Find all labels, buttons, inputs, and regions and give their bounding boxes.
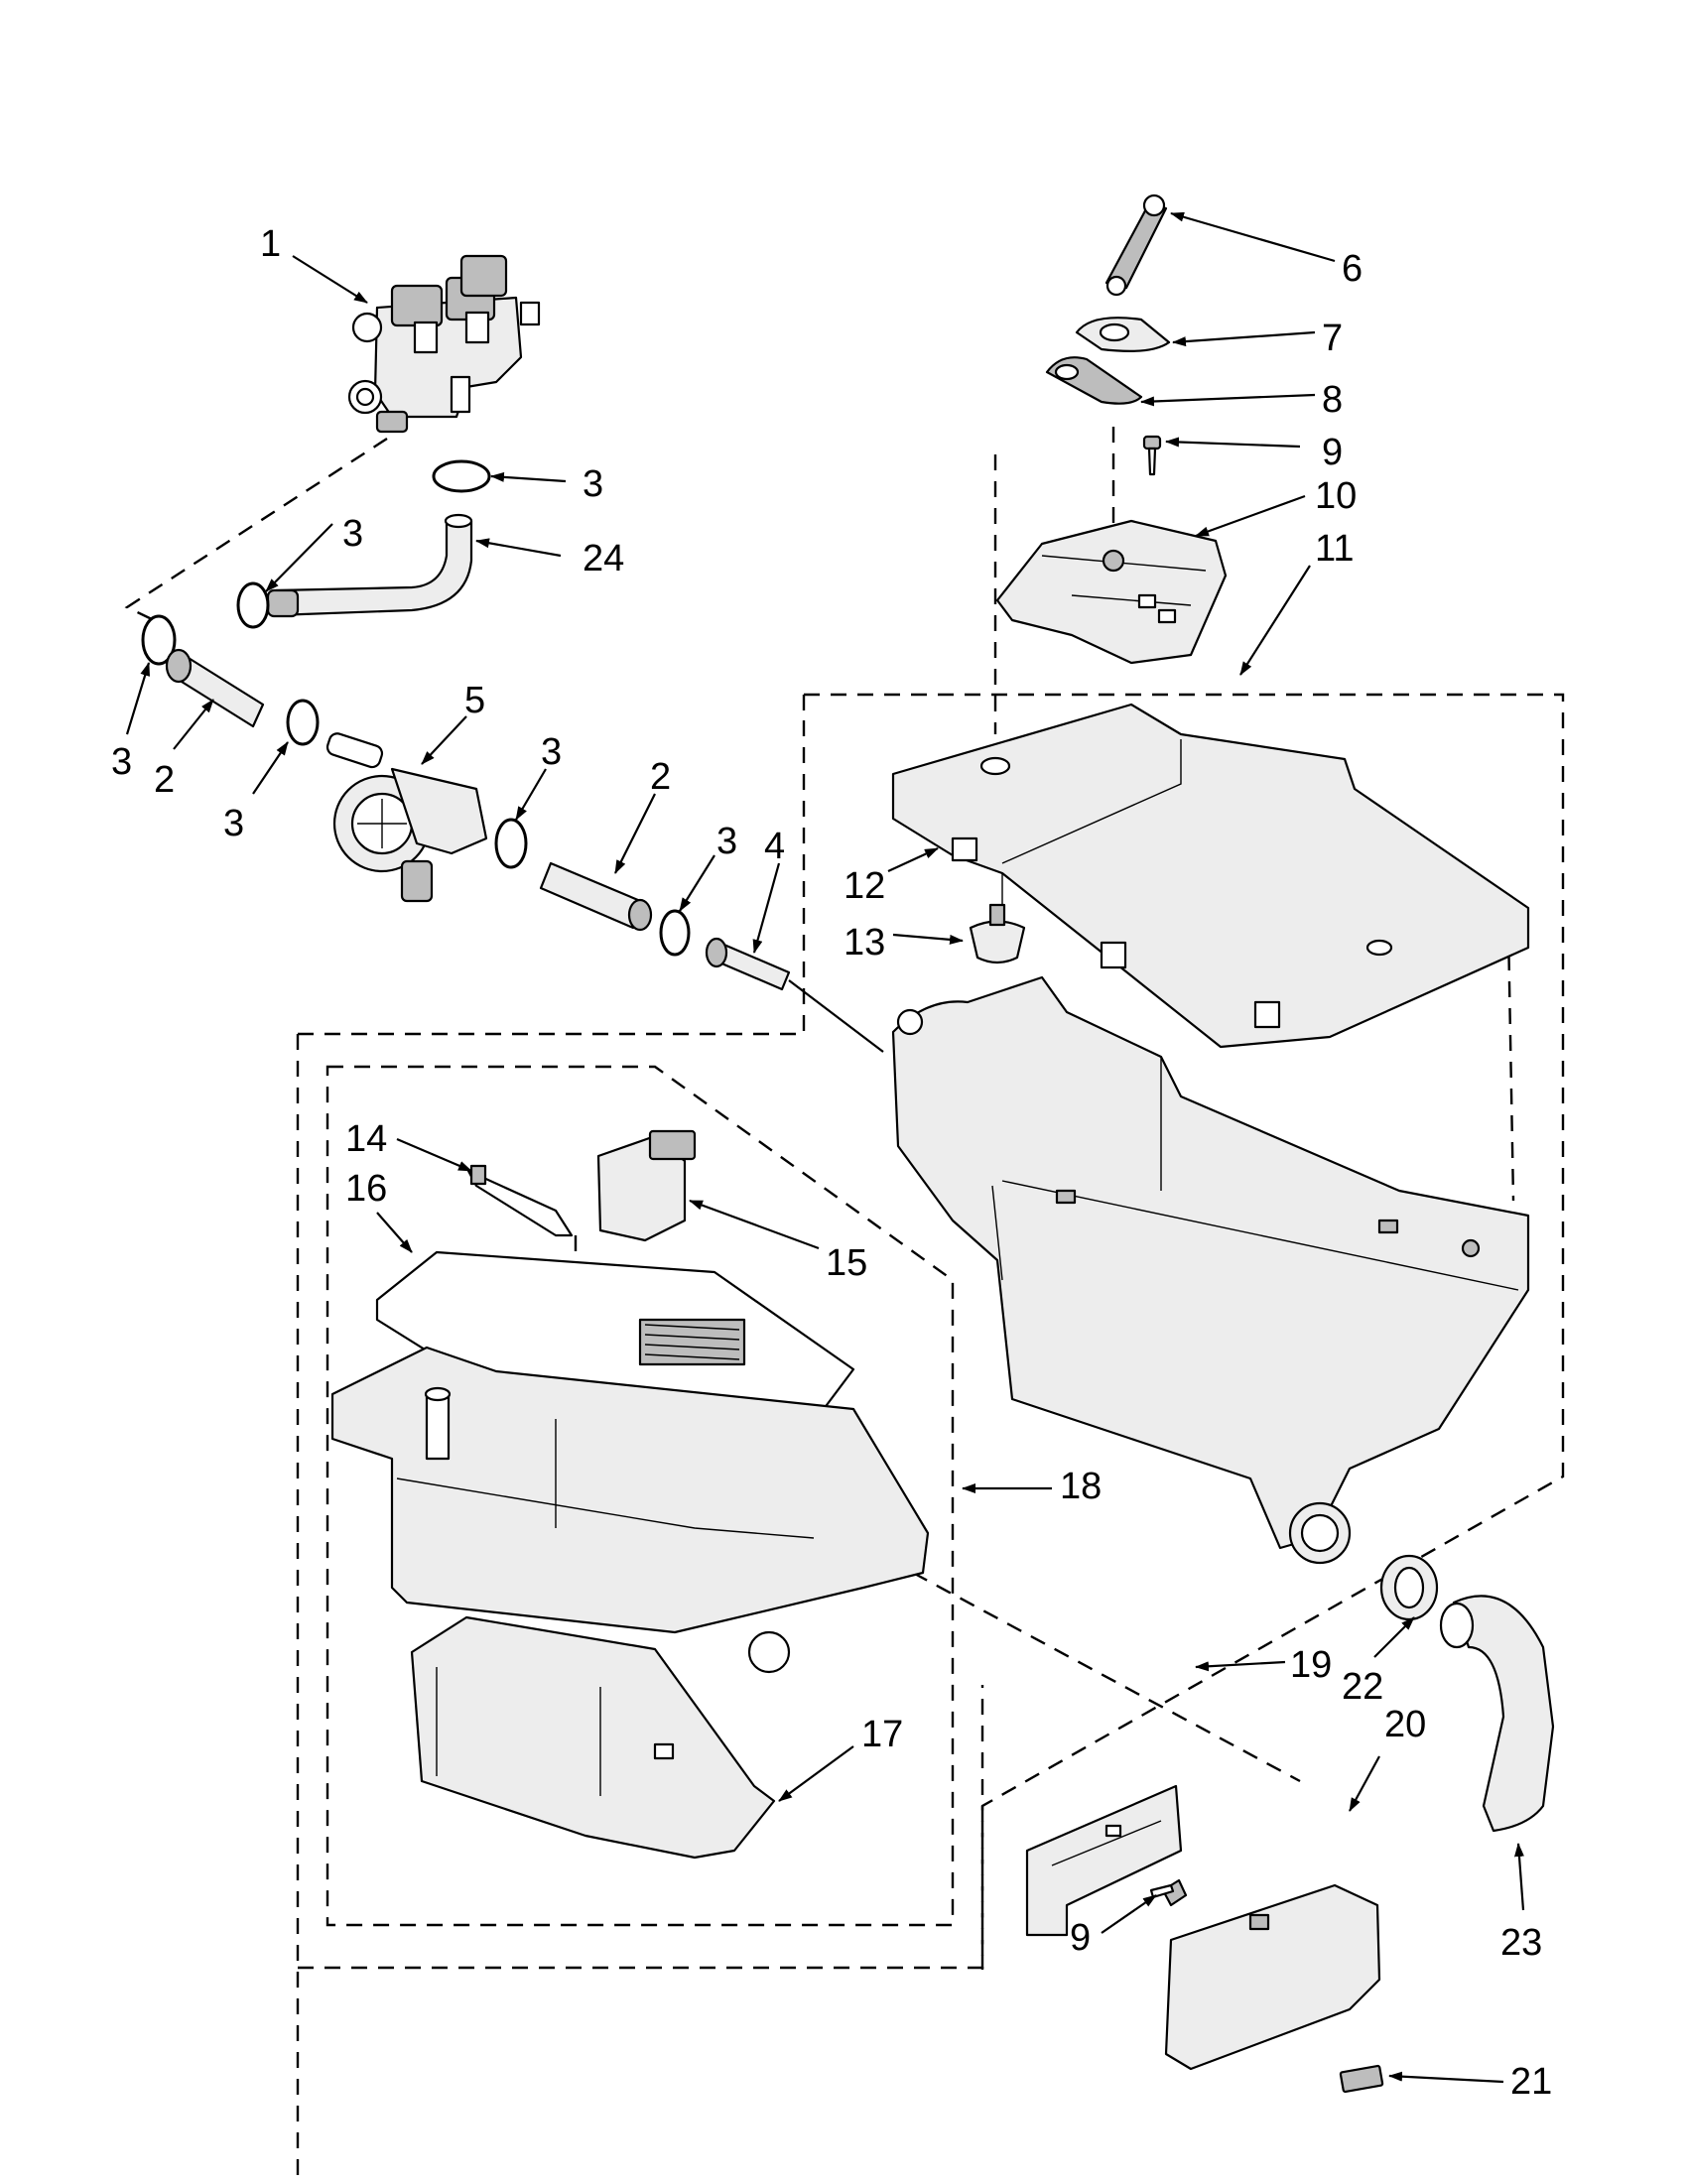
siphon-insert-part-15: [596, 1129, 697, 1242]
callout-19: 19: [1290, 1644, 1332, 1686]
callout-11: 11: [1315, 528, 1354, 570]
callout-3-c: 3: [111, 741, 132, 783]
screw-part-9-top: [1142, 435, 1162, 476]
dispenser-cover-part-12: [891, 703, 1530, 1049]
callout-20: 20: [1384, 1704, 1426, 1745]
callout-4: 4: [764, 826, 785, 867]
callout-1: 1: [260, 223, 281, 265]
callout-23: 23: [1500, 1922, 1542, 1964]
callout-22: 22: [1342, 1666, 1383, 1708]
callout-16: 16: [345, 1168, 387, 1210]
callout-17: 17: [861, 1714, 903, 1755]
drawer-front-part-17: [410, 1615, 776, 1860]
hose-part-2-left: [165, 648, 265, 728]
hose-part-23: [1439, 1595, 1555, 1833]
hose-part-2-right: [539, 861, 653, 932]
bracket-part-19: [1025, 1784, 1183, 1937]
leader-lines: [125, 211, 1525, 2084]
water-valve-part-1: [347, 254, 541, 434]
cam-lever-part-6: [1104, 193, 1168, 297]
air-dome-part-5: [325, 732, 488, 903]
callout-13: 13: [844, 922, 885, 964]
callout-18: 18: [1060, 1466, 1102, 1507]
callout-labels: 1 3 24 3 3 2 3 5 3 2 3 4 6 7 8 9 10 11 1…: [111, 223, 1552, 2103]
clip-part-21: [1339, 2064, 1384, 2094]
callout-15: 15: [826, 1242, 867, 1284]
inlet-nozzle-part-4: [705, 937, 884, 1053]
dispenser-drawer-part-16: [330, 1250, 930, 1674]
hose-clamps-part-3: [141, 459, 691, 957]
hose-part-24: [266, 513, 473, 618]
callout-9-top: 9: [1322, 432, 1343, 473]
callout-21: 21: [1510, 2061, 1552, 2103]
callout-9-bottom: 9: [1070, 1917, 1091, 1959]
callout-3-d: 3: [223, 803, 244, 844]
grommet-part-22: [1379, 1554, 1439, 1621]
cover-part-20: [1164, 1883, 1381, 2071]
assembly-boundaries: [124, 427, 1565, 2184]
callout-14: 14: [345, 1118, 387, 1160]
dispenser-housing-part-11: [891, 975, 1530, 1565]
seal-part-8: [1045, 356, 1143, 405]
callout-12: 12: [844, 865, 885, 907]
callout-3-a: 3: [583, 463, 603, 505]
callout-3-b: 3: [342, 513, 363, 555]
callout-5: 5: [464, 680, 485, 721]
callout-3-e: 3: [541, 731, 562, 773]
callout-24: 24: [583, 538, 624, 579]
callout-2-b: 2: [650, 756, 671, 798]
callout-2-a: 2: [154, 759, 175, 801]
callout-7: 7: [1322, 318, 1343, 359]
callout-10: 10: [1315, 475, 1357, 517]
screw-part-9-bottom: [1149, 1878, 1188, 1907]
switch-motor-part-10: [995, 519, 1228, 665]
siphon-cap-part-13: [969, 903, 1026, 964]
callout-8: 8: [1322, 379, 1343, 421]
callout-6: 6: [1342, 248, 1363, 290]
callout-3-f: 3: [716, 821, 737, 862]
lever-part-14: [466, 1164, 574, 1237]
gasket-part-7: [1075, 317, 1171, 352]
